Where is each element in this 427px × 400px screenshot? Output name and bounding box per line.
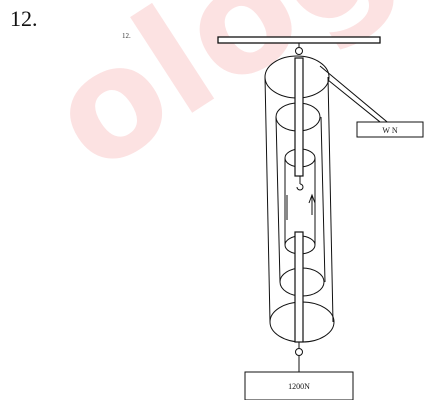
inner-sleeve — [275, 116, 326, 283]
w-label-box — [356, 121, 424, 138]
w-label: W N — [382, 126, 397, 135]
outer-sleeve — [264, 76, 334, 323]
question-number-small: 12. — [122, 32, 131, 40]
middle-hook-icon — [296, 176, 304, 191]
question-number: 12. — [10, 6, 38, 31]
bottom-hook-icon — [295, 348, 303, 356]
upper-axle — [294, 57, 304, 177]
top-hook-icon — [295, 47, 303, 55]
load-label: 1200N — [288, 382, 310, 391]
ceiling-bar — [217, 36, 381, 44]
lower-axle — [294, 231, 304, 343]
central-sleeve — [284, 158, 316, 245]
load-box — [244, 371, 354, 400]
rope-arrow-up — [308, 193, 316, 215]
rope-to-w — [319, 65, 393, 131]
